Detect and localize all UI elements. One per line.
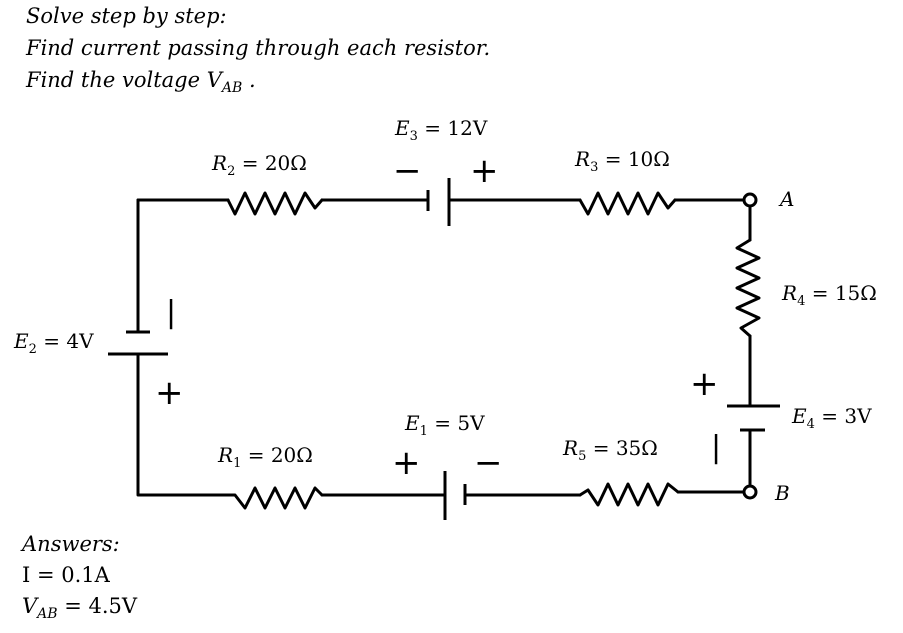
e2-plus-sign: + — [155, 373, 184, 413]
answer-voltage: VAB = 4.5V — [22, 594, 137, 622]
wire-r1-left — [136, 352, 228, 497]
e3-minus-sign: − — [393, 151, 422, 191]
e4-label: E4 = 3V — [791, 404, 872, 432]
e1-plus-sign: + — [392, 443, 421, 483]
wire-top-left — [136, 198, 230, 204]
resistor-r4-zigzag — [735, 238, 761, 338]
r4-label: R4 = 15Ω — [781, 281, 877, 309]
answer-current: I = 0.1A — [22, 563, 110, 587]
e2-minus-sign: | — [166, 295, 176, 330]
r5-label: R5 = 35Ω — [562, 436, 658, 464]
answer-voltage-symbol: V — [22, 594, 38, 618]
resistor-r5-zigzag — [578, 482, 680, 507]
problem-line-3-end: . — [242, 68, 256, 92]
r1-label: R1 = 20Ω — [217, 443, 313, 471]
e4-plus-sign: + — [690, 364, 719, 404]
node-a-terminal — [742, 192, 758, 208]
problem-line-2: Find current passing through each resist… — [26, 36, 491, 60]
problem-line-1: Solve step by step: — [26, 4, 227, 28]
answers-heading: Answers: — [22, 532, 120, 556]
problem-line-3: Find the voltage VAB . — [26, 68, 256, 96]
answer-voltage-subscript: AB — [37, 606, 58, 623]
resistor-r3-zigzag — [578, 191, 677, 216]
e1-minus-sign: − — [474, 443, 503, 483]
answer-voltage-value: = 4.5V — [57, 594, 138, 618]
r3-label: R3 = 10Ω — [574, 147, 670, 175]
node-a-label: A — [778, 187, 794, 211]
problem-line-3-text: Find the voltage V — [26, 68, 222, 92]
problem-line-3-subscript: AB — [221, 80, 243, 97]
e3-label: E3 = 12V — [394, 116, 488, 144]
resistor-r2-zigzag — [226, 191, 324, 216]
resistor-r1-zigzag — [224, 486, 324, 510]
node-b-label: B — [774, 481, 790, 505]
e4-minus-sign: | — [711, 430, 721, 465]
node-b-terminal — [742, 484, 758, 500]
e3-plus-sign: + — [470, 151, 499, 191]
r2-label: R2 = 20Ω — [211, 151, 307, 179]
e1-label: E1 = 5V — [404, 411, 485, 439]
e2-label: E2 = 4V — [13, 329, 94, 357]
